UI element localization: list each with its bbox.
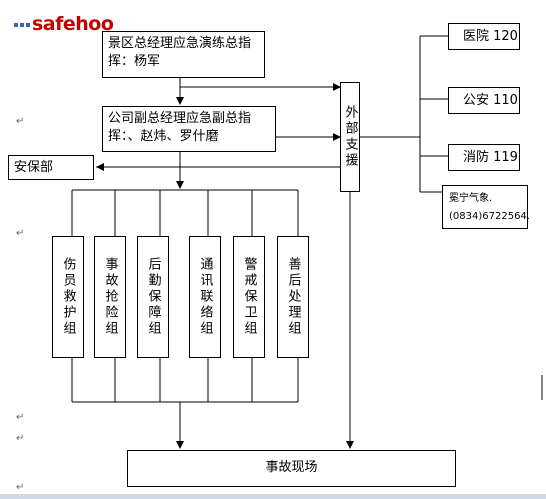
bottom-bar [0, 494, 546, 499]
group-accident-rescue: 事故抢险组 [94, 236, 126, 358]
group-label: 事故抢险组 [102, 257, 118, 337]
node-deputy-commander: 公司副总经理应急副总指挥：、赵炜、罗什磨 [102, 106, 276, 152]
node-external-support-label: 外部支援 [342, 105, 358, 169]
paragraph-mark: ↵ [16, 228, 25, 239]
group-label: 善后处理组 [285, 257, 301, 337]
paragraph-mark: ↵ [16, 116, 25, 127]
node-accident-site-label: 事故现场 [265, 460, 318, 475]
group-communications: 通讯联络组 [189, 236, 221, 358]
node-hospital: 医院 120 [448, 23, 520, 50]
group-label: 伤员救护组 [60, 257, 76, 337]
node-security-dept-label: 安保部 [14, 160, 54, 175]
node-scenic-commander-label: 景区总经理应急演练总指挥：杨军 [108, 36, 252, 69]
node-police-label: 公安 110 [463, 93, 518, 108]
node-hospital-label: 医院 120 [463, 29, 518, 44]
node-deputy-commander-label: 公司副总经理应急副总指挥：、赵炜、罗什磨 [108, 111, 252, 144]
paragraph-mark: ↵ [16, 412, 25, 423]
node-scenic-commander: 景区总经理应急演练总指挥：杨军 [102, 31, 265, 78]
node-police: 公安 110 [448, 87, 520, 114]
group-label: 警戒保卫组 [241, 257, 257, 337]
arrow-head-security [96, 163, 104, 171]
group-security-guard: 警戒保卫组 [233, 236, 265, 358]
node-fire-label: 消防 119 [463, 150, 518, 165]
node-external-support: 外部支援 [340, 82, 360, 192]
group-label: 后勤保障组 [145, 257, 161, 337]
node-weather: 冕宁气象. (0834)6722564. [442, 185, 530, 229]
site-logo: safehoo [14, 13, 114, 35]
node-weather-name: 冕宁气象. [449, 193, 493, 204]
node-security-dept: 安保部 [8, 155, 94, 180]
group-label: 通讯联络组 [197, 257, 213, 337]
node-accident-site: 事故现场 [127, 450, 456, 487]
group-casualty-rescue: 伤员救护组 [52, 236, 84, 358]
group-logistics: 后勤保障组 [137, 236, 169, 358]
paragraph-mark: ↵ [16, 433, 25, 444]
paragraph-mark: ↵ [16, 482, 25, 493]
node-weather-phone: (0834)6722564. [449, 211, 530, 222]
node-fire: 消防 119 [448, 144, 520, 171]
group-aftermath: 善后处理组 [277, 236, 309, 358]
